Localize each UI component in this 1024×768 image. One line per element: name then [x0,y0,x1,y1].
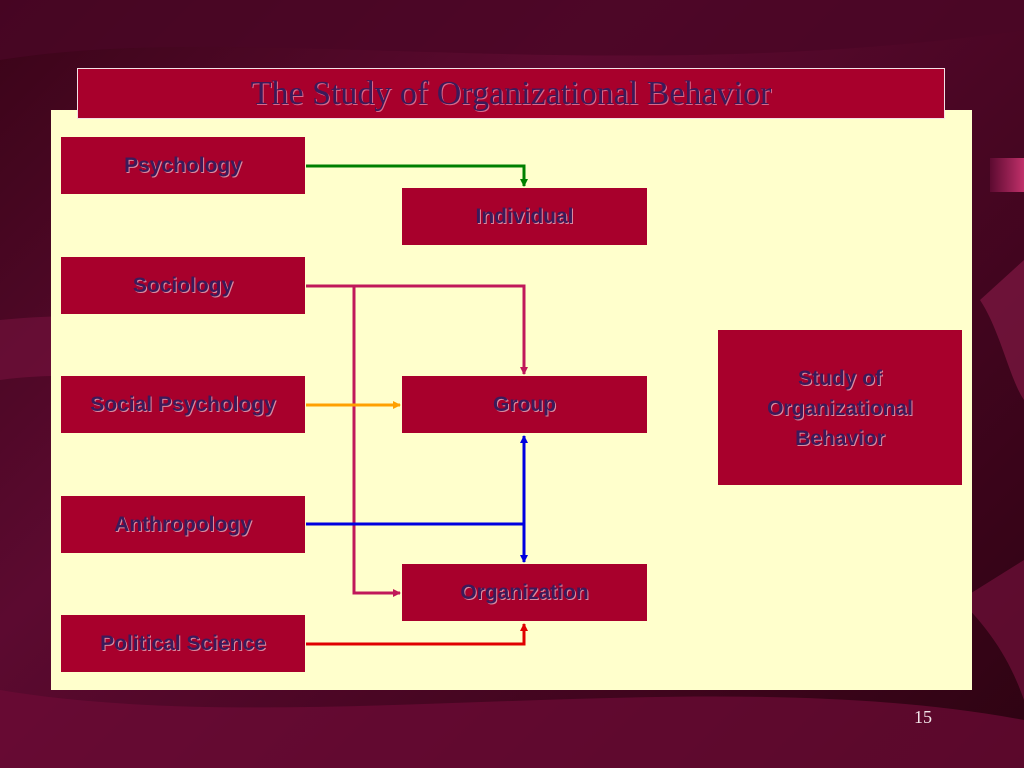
box-psychology: Psychology [61,137,305,194]
box-sociology: Sociology [61,257,305,314]
box-organization: Organization [402,564,647,621]
outcome-label: Study of Organizational Behavior [767,367,913,450]
box-individual: Individual [402,188,647,245]
box-study-of-organizational-behavior: Study of Organizational Behavior [718,330,962,485]
arrow-psychology-individual [306,164,528,187]
arrow-sociology-organization [352,286,401,597]
box-anthropology: Anthropology [61,496,305,553]
box-group: Group [402,376,647,433]
arrow-political-science-organization [306,623,528,646]
page-title: The Study of Organizational Behavior [250,74,772,112]
page-number: 15 [914,707,932,727]
arrow-sociology-group [306,284,528,375]
title-bar: The Study of Organizational Behavior [77,68,945,119]
box-political-science: Political Science [61,615,305,672]
edge-tab [990,158,1024,192]
box-social-psychology: Social Psychology [61,376,305,433]
